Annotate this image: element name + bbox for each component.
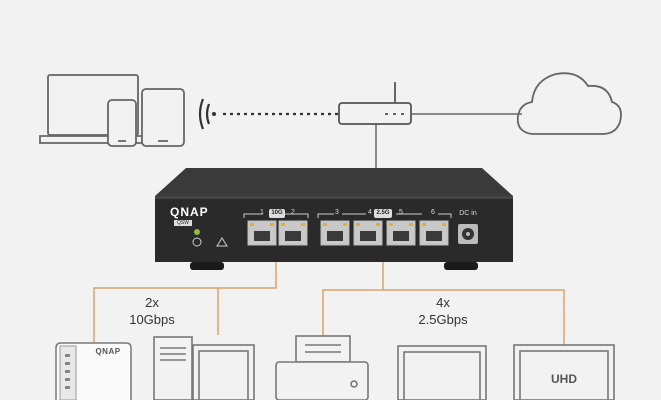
power-icon [192,237,202,247]
wifi-icon [198,98,216,130]
power-led-icon [194,229,200,235]
uhd-tv-icon [513,344,615,400]
switch-model-badge: QSW [177,220,189,226]
line-10g-bracket [93,250,277,344]
printer-icon [275,335,369,400]
dc-in-label: DC in [459,210,477,217]
port-label-6: 6 [431,209,435,216]
port-label-3: 3 [335,209,339,216]
port-label-2: 2 [291,209,295,216]
group-10g-count: 2x [145,295,159,310]
router-icon [338,82,412,125]
group-25g-speed: 2.5Gbps [418,312,468,327]
qnap-switch [155,168,513,270]
group-10g-speed: 10Gbps [129,312,175,327]
nas-brand-label: QNAP [95,347,121,356]
nas-icon [55,342,132,400]
speed-badge-10g: 10G [271,210,283,216]
desktop-pc-icon [153,336,255,400]
port-label-5: 5 [399,209,403,216]
connection-lines [93,250,565,345]
warning-icon [216,237,228,247]
uhd-label: UHD [551,372,577,386]
monitor-icon [397,345,487,400]
cloud-icon [516,72,622,135]
tablet-icon [141,88,185,147]
group-25g-count: 4x [436,295,450,310]
port-label-1: 1 [260,209,264,216]
speed-badge-25g: 2.5G [376,210,390,216]
phone-icon [107,99,137,147]
line-25g-bracket [322,250,565,345]
switch-brand: QNAP [170,205,209,219]
port-label-4: 4 [368,209,372,216]
